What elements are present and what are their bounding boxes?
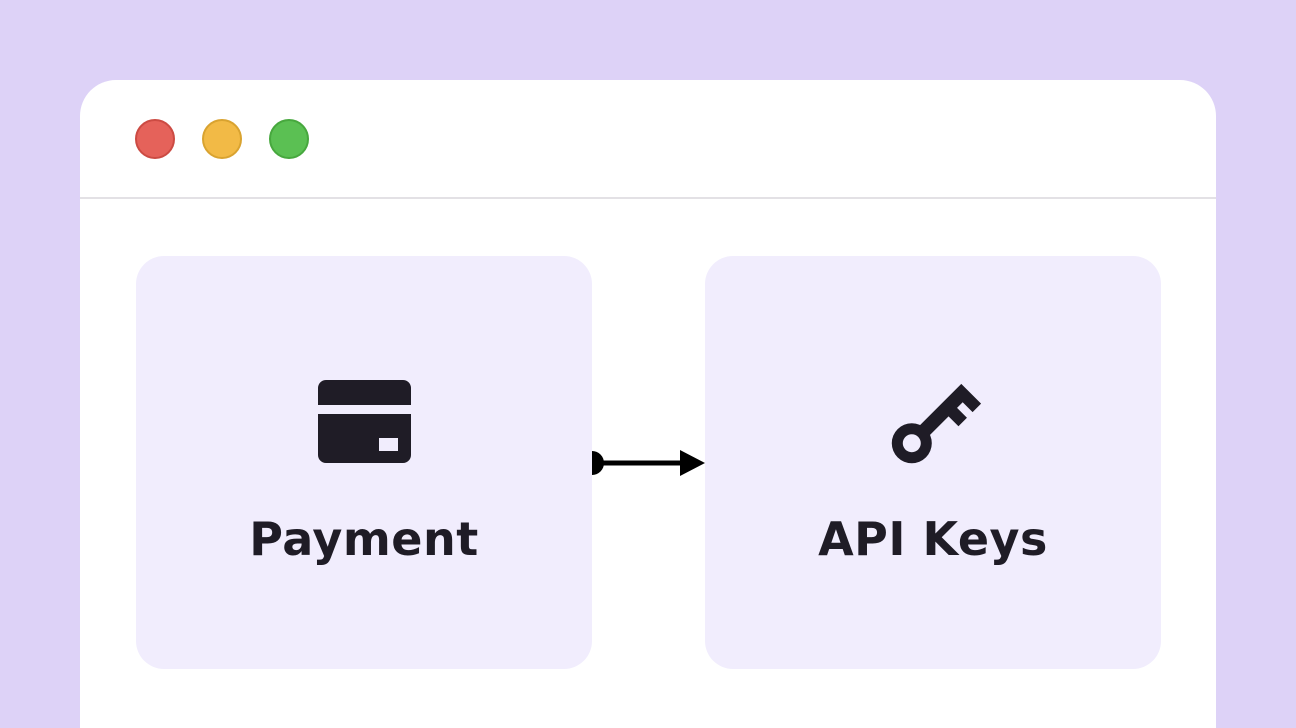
app-window: Payment API Keys: [80, 80, 1216, 728]
diagram-canvas: Payment API Keys: [80, 199, 1216, 669]
key-icon: [883, 372, 983, 472]
credit-card-icon: [317, 372, 411, 472]
node-api-keys[interactable]: API Keys: [705, 256, 1161, 669]
minimize-button[interactable]: [202, 118, 242, 159]
window-titlebar: [80, 80, 1216, 199]
arrow-right-icon: [592, 449, 705, 476]
node-payment[interactable]: Payment: [136, 256, 592, 669]
edge-payment-to-apikeys: [592, 256, 705, 669]
maximize-button[interactable]: [269, 118, 309, 159]
node-api-keys-label: API Keys: [818, 511, 1048, 566]
node-payment-label: Payment: [249, 511, 479, 566]
close-button[interactable]: [135, 118, 175, 159]
